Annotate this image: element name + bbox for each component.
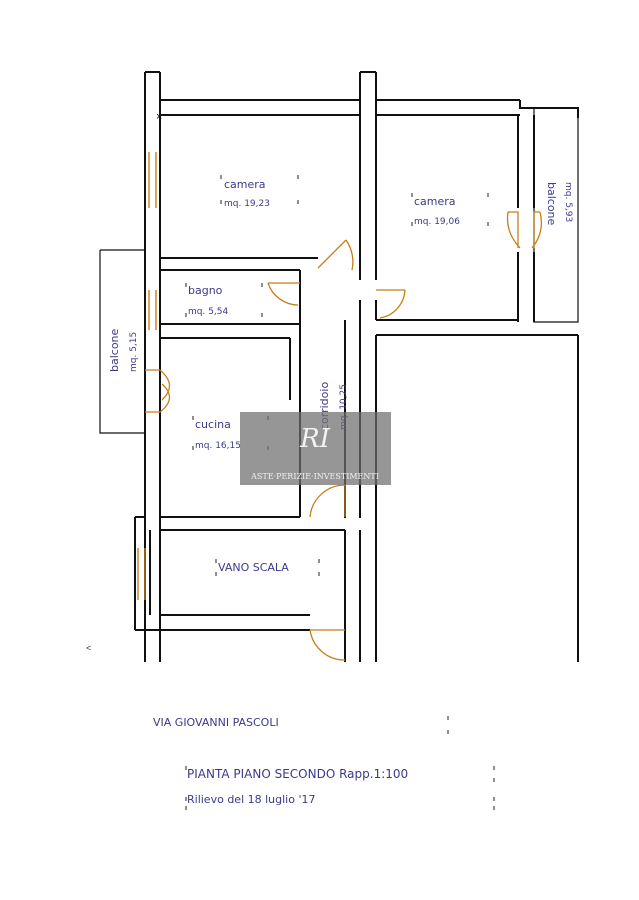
room-label-camera-2: camera mq. 19,06 <box>411 193 489 227</box>
room-area: mq. 5,93 <box>563 182 573 222</box>
room-name: camera <box>224 178 266 191</box>
room-name: VANO SCALA <box>218 561 289 574</box>
room-area: mq. 5,15 <box>129 332 139 372</box>
small-marker-icon: < <box>86 643 91 653</box>
cross-marker-icon: × <box>156 111 162 123</box>
room-name: camera <box>414 195 456 208</box>
street-name: VIA GIOVANNI PASCOLI <box>153 716 279 729</box>
watermark-text: ASTE·PERIZIE·INVESTIMENTI <box>250 472 379 481</box>
room-name: balcone <box>545 182 558 226</box>
room-name: cucina <box>195 418 231 431</box>
room-label-camera-1: camera mq. 19,23 <box>220 175 299 209</box>
room-area: mq. 19,06 <box>414 217 460 227</box>
walls <box>99 71 579 662</box>
room-label-vano-scala: VANO SCALA <box>215 559 320 576</box>
room-name: balcone <box>108 328 121 372</box>
room-label-balcone-left: balcone mq. 5,15 <box>108 328 139 372</box>
caption-survey-date: Rilievo del 18 luglio '17 <box>187 793 315 806</box>
caption-title: PIANTA PIANO SECONDO Rapp.1:100 <box>187 767 408 781</box>
room-name: bagno <box>188 284 223 297</box>
drawing-caption: PIANTA PIANO SECONDO Rapp.1:100 Rilievo … <box>185 766 495 810</box>
room-area: mq. 16,15 <box>195 441 241 451</box>
doors <box>145 211 543 661</box>
room-label-cucina: cucina mq. 16,15 <box>192 416 269 451</box>
room-label-bagno: bagno mq. 5,54 <box>185 283 263 317</box>
room-area: mq. 10,25 <box>339 384 349 430</box>
room-area: mq. 19,23 <box>224 199 270 209</box>
room-area: mq. 5,54 <box>188 307 229 317</box>
watermark: RI ASTE·PERIZIE·INVESTIMENTI <box>240 412 391 485</box>
windows <box>137 152 157 600</box>
watermark-monogram: RI <box>299 424 331 454</box>
room-label-balcone-right: balcone mq. 5,93 <box>545 182 573 226</box>
